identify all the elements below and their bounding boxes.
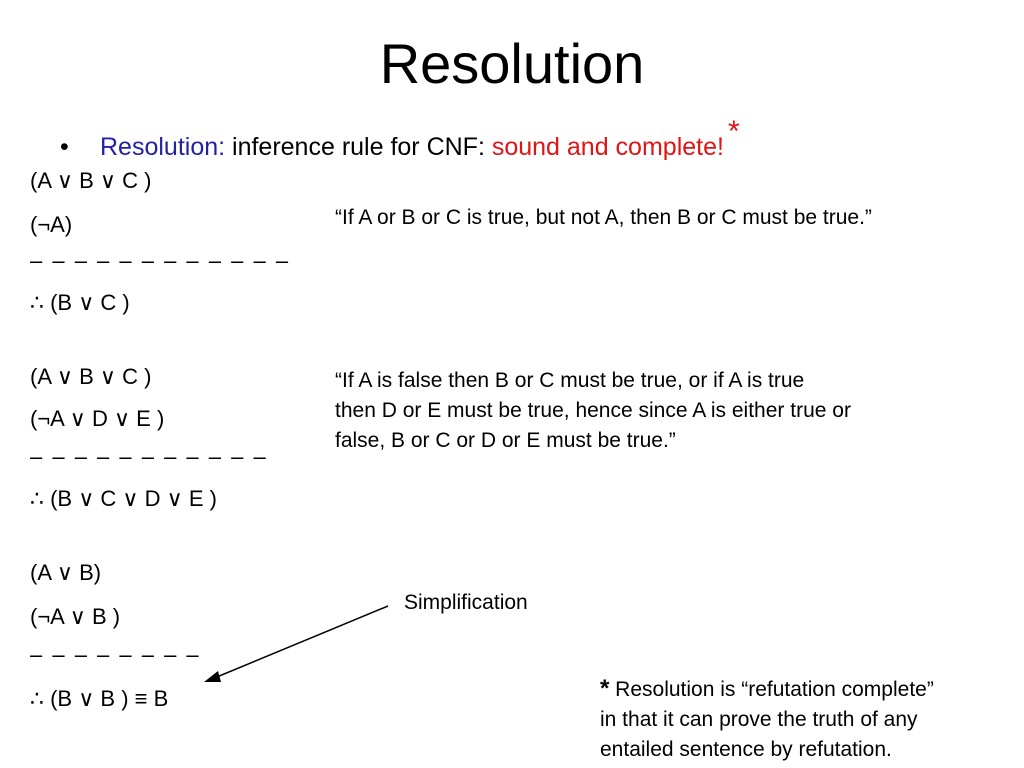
example2-explanation-line1: “If A is false then B or C must be true,… — [335, 369, 805, 392]
example3-premise1: (A ∨ B) — [30, 560, 102, 585]
example2-conclusion: ∴ (B ∨ C ∨ D ∨ E ) — [30, 486, 217, 511]
bullet-marker: • — [60, 133, 69, 161]
footnote: * Resolution is “refutation complete” in… — [600, 674, 934, 765]
example1-divider: – – – – – – – – – – – – — [30, 248, 291, 273]
footnote-star: * — [600, 675, 610, 702]
example1-explanation: “If A or B or C is true, but not A, then… — [335, 206, 872, 229]
example2-explanation-line3: false, B or C or D or E must be true.” — [335, 429, 676, 452]
bullet-resolution: • Resolution: inference rule for CNF: sou… — [60, 115, 740, 167]
bullet-term: Resolution: — [100, 133, 226, 161]
bullet-highlight: sound and complete! — [491, 133, 724, 161]
example1-conclusion: ∴ (B ∨ C ) — [30, 290, 130, 315]
bullet-star: * — [727, 115, 740, 148]
example2-premise2: (¬A ∨ D ∨ E ) — [30, 406, 165, 431]
footnote-line1-text: Resolution is “refutation complete” — [609, 678, 934, 701]
example1-premise1: (A ∨ B ∨ C ) — [30, 168, 152, 193]
bullet-text: inference rule for CNF: — [225, 133, 492, 161]
slide-title: Resolution — [379, 32, 645, 95]
arrow-head — [204, 671, 221, 682]
footnote-line2: in that it can prove the truth of any — [600, 708, 918, 731]
footnote-line3: entailed sentence by refutation. — [600, 738, 892, 761]
example2-premise1: (A ∨ B ∨ C ) — [30, 364, 152, 389]
example3-premise2: (¬A ∨ B ) — [30, 604, 121, 629]
arrow-shaft — [211, 605, 389, 680]
simplification-label: Simplification — [404, 591, 528, 614]
example2-divider: – – – – – – – – – – – — [30, 444, 268, 469]
example2-explanation-line2: then D or E must be true, hence since A … — [335, 399, 851, 422]
footnote-line1: * Resolution is “refutation complete” — [600, 674, 934, 705]
example1-premise2: (¬A) — [30, 212, 73, 237]
example3-divider: – – – – – – – – — [30, 642, 201, 667]
example3-conclusion: ∴ (B ∨ B ) ≡ B — [30, 686, 169, 711]
